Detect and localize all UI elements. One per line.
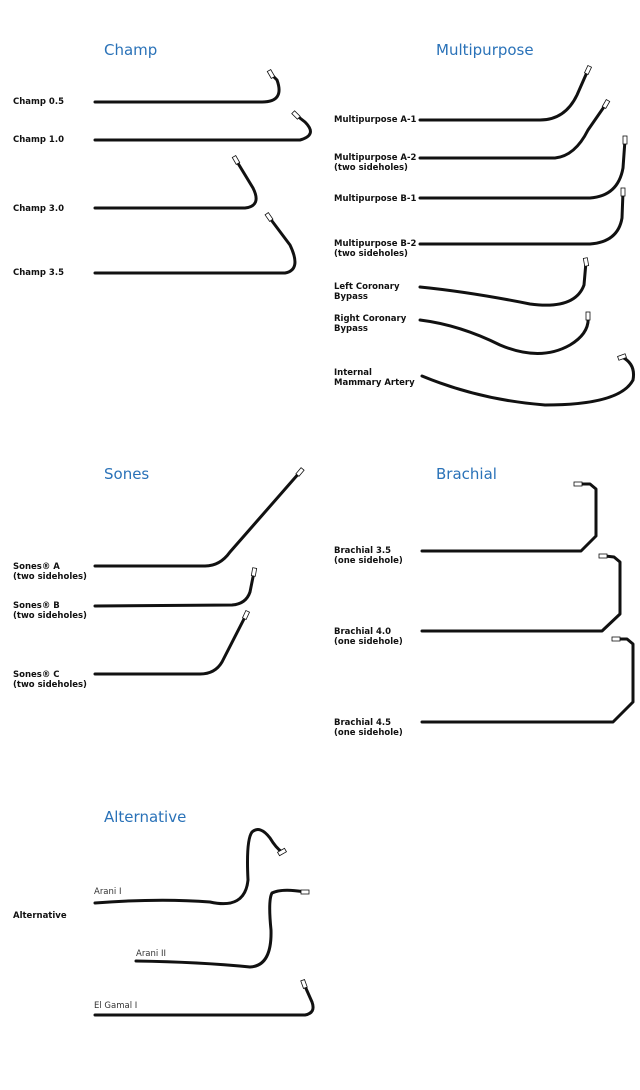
sones-c-catheter (93, 613, 248, 676)
el-gamal-i-catheter (93, 982, 315, 1017)
catheter-label-brachial-4-0: Brachial 4.0(one sidehole) (334, 627, 403, 647)
multipurpose-heading: Multipurpose (436, 41, 534, 59)
multipurpose-a1-catheter (418, 68, 590, 122)
brachial-4-5-catheter (420, 637, 635, 724)
catheter-label-multipurpose-b2: Multipurpose B-2(two sideholes) (334, 239, 417, 259)
sublabel-arani-ii: Arani II (136, 949, 166, 959)
alternative-heading: Alternative (104, 808, 187, 826)
champ-3-0-catheter (93, 158, 258, 210)
internal-mammary-artery-catheter (420, 355, 635, 407)
arani-i-catheter (93, 828, 284, 906)
catheter-label-multipurpose-a2: Multipurpose A-2(two sideholes) (334, 153, 417, 173)
brachial-3-5-catheter (420, 482, 598, 553)
arani-ii-catheter (134, 888, 307, 969)
left-coronary-bypass-catheter (418, 260, 588, 307)
champ-3-5-catheter (93, 215, 297, 275)
catheter-label-brachial-4-5: Brachial 4.5(one sidehole) (334, 718, 403, 738)
sones-heading: Sones (104, 465, 150, 483)
catheter-label-alternative: Alternative (13, 911, 67, 921)
champ-0-5-catheter (93, 72, 281, 104)
multipurpose-b2-catheter (418, 190, 625, 246)
multipurpose-b1-catheter (418, 138, 627, 200)
catheter-label-sones-a: Sones® A(two sideholes) (13, 562, 87, 582)
catheter-label-sones-b: Sones® B(two sideholes) (13, 601, 87, 621)
catheter-label-multipurpose-b1: Multipurpose B-1 (334, 194, 417, 204)
champ-heading: Champ (104, 41, 158, 59)
sones-b-catheter (93, 570, 256, 608)
catheter-label-champ-1-0: Champ 1.0 (13, 135, 64, 145)
catheter-label-sones-c: Sones® C(two sideholes) (13, 670, 87, 690)
catheter-label-brachial-3-5: Brachial 3.5(one sidehole) (334, 546, 403, 566)
catheter-label-champ-0-5: Champ 0.5 (13, 97, 64, 107)
multipurpose-a2-catheter (418, 102, 608, 160)
brachial-heading: Brachial (436, 465, 497, 483)
right-coronary-bypass-catheter (418, 314, 590, 355)
catheter-label-multipurpose-a1: Multipurpose A-1 (334, 115, 417, 125)
brachial-4-0-catheter (420, 554, 622, 633)
catheter-label-champ-3-5: Champ 3.5 (13, 268, 64, 278)
champ-1-0-catheter (93, 113, 312, 142)
catheter-label-champ-3-0: Champ 3.0 (13, 204, 64, 214)
sones-a-catheter (93, 470, 302, 568)
sublabel-el-gamal-i: El Gamal I (94, 1001, 138, 1011)
sublabel-arani-i: Arani I (94, 887, 122, 897)
